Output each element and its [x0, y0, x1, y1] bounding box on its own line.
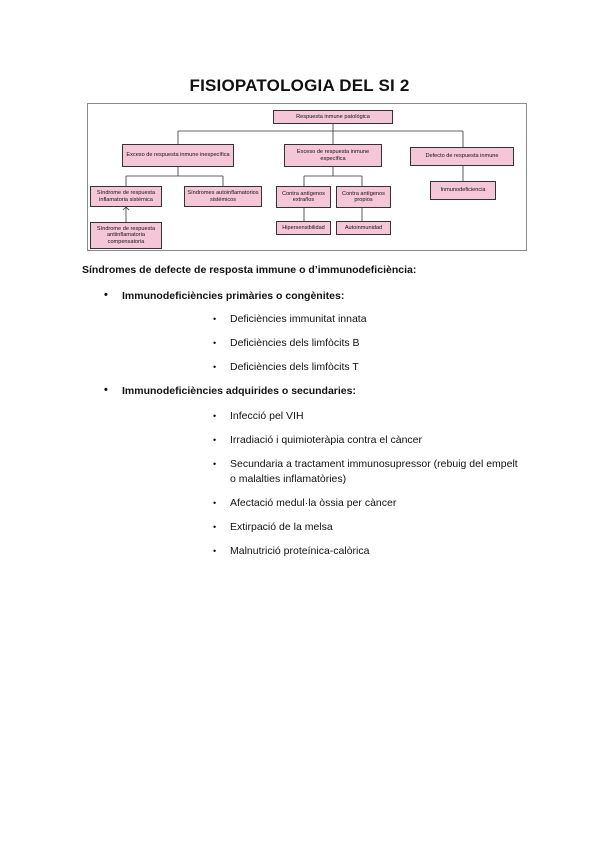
list-item-text: Extirpació de la melsa: [230, 521, 333, 533]
bullet-icon: •: [213, 522, 217, 532]
list-item-text: Secundaria a tractament immunosupressor …: [230, 458, 518, 485]
diagram-connectors: [122, 124, 464, 222]
group-label: Immunodeficiències primàries o congènite…: [122, 290, 345, 302]
bullet-icon: •: [213, 338, 217, 348]
list-item-group: • Immunodeficiències adquirides o secund…: [104, 384, 356, 397]
bullet-icon: •: [213, 435, 217, 445]
group-label: Immunodeficiències adquirides o secundar…: [122, 385, 356, 397]
page-title: FISIOPATOLOGIA DEL SI 2: [189, 76, 410, 95]
node-exceso-especifica: Exceso de respuesta inmune específica: [284, 144, 382, 167]
node-antigenos-propios: Contra antígenos propios: [336, 186, 391, 208]
section-heading: Síndromes de defecte de resposta immune …: [82, 264, 417, 276]
list-item: • Irradiació i quimioteràpia contra el c…: [213, 433, 520, 448]
bullet-icon: •: [213, 498, 217, 508]
list-item-text: Malnutrició proteínica-calòrica: [230, 545, 370, 557]
node-exceso-inespecifica: Exceso de respuesta inmune inespecífica: [122, 144, 234, 167]
node-autoinflamatorios: Síndromes autoinflamatorios sistémicos: [184, 186, 262, 207]
node-autoinmunidad: Autoinmunidad: [336, 221, 391, 235]
node-antigenos-extranos: Contra antígenos extraños: [276, 186, 331, 208]
list-item-text: Deficiències dels limfòcits T: [230, 361, 359, 373]
list-item: • Malnutrició proteínica-calòrica: [213, 544, 520, 559]
node-respuesta-inmune-patologica: Respuesta inmune patológica: [273, 110, 393, 124]
list-item: • Deficiències immunitat innata: [213, 312, 520, 327]
list-item: • Infecció pel VIH: [213, 409, 520, 424]
list-item-text: Irradiació i quimioteràpia contra el càn…: [230, 434, 423, 446]
list-item: • Deficiències dels limfòcits T: [213, 360, 520, 375]
node-inmunodeficiencia: Inmunodeficiencia: [430, 181, 496, 200]
list-item: • Afectació medul·la òssia per càncer: [213, 496, 520, 511]
list-item-text: Afectació medul·la òssia per càncer: [230, 497, 397, 509]
list-item-text: Infecció pel VIH: [230, 410, 304, 422]
bullet-icon: •: [213, 362, 217, 372]
bullet-icon: •: [213, 411, 217, 421]
list-item-text: Deficiències dels limfòcits B: [230, 337, 360, 349]
pathological-immune-response-diagram: Respuesta inmune patológica Exceso de re…: [87, 103, 527, 251]
bullet-icon: •: [104, 384, 108, 396]
bullet-icon: •: [104, 289, 108, 301]
node-cars: Síndrome de respuesta antiinflamatoria c…: [90, 222, 162, 249]
bullet-icon: •: [213, 546, 217, 556]
list-item: • Secundaria a tractament immunosupresso…: [213, 457, 520, 487]
node-hipersensibilidad: Hipersensibilidad: [276, 221, 331, 235]
list-item-text: Deficiències immunitat innata: [230, 313, 367, 325]
list-item-group: • Immunodeficiències primàries o congèni…: [104, 289, 345, 302]
bullet-icon: •: [213, 314, 217, 324]
node-defecto: Defecto de respuesta inmune: [410, 147, 514, 166]
list-item: • Extirpació de la melsa: [213, 520, 520, 535]
bullet-icon: •: [213, 459, 217, 469]
node-sirs: Síndrome de respuesta inflamatoria sisté…: [90, 186, 162, 207]
list-item: • Deficiències dels limfòcits B: [213, 336, 520, 351]
